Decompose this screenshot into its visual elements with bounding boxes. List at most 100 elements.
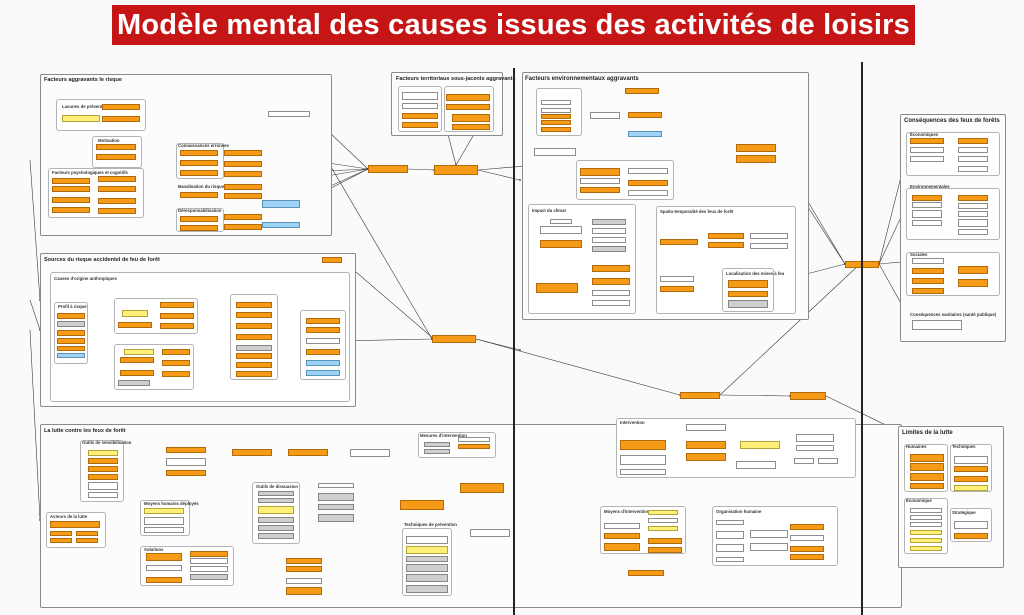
diagram-node — [406, 574, 448, 582]
diagram-node — [258, 517, 294, 523]
diagram-node — [57, 313, 85, 319]
connector-line — [407, 168, 435, 171]
diagram-node — [446, 94, 490, 101]
diagram-node — [402, 103, 438, 109]
diagram-node — [592, 290, 630, 296]
diagram-node — [96, 144, 136, 150]
diagram-node — [76, 531, 98, 536]
diagram-node — [540, 240, 582, 248]
diagram-node — [236, 345, 272, 351]
diagram-node — [350, 449, 390, 457]
diagram-node — [648, 510, 678, 515]
label-moyens-intervention: Moyens d'intervention — [604, 509, 650, 514]
region-title-facteurs-territoriaux: Facteurs territoriaux sous-jacents aggra… — [396, 76, 516, 82]
sub-motivation — [92, 136, 142, 168]
diagram-node — [224, 171, 262, 177]
diagram-node — [592, 246, 626, 252]
diagram-node — [402, 122, 438, 128]
diagram-node — [541, 114, 571, 119]
diagram-node — [910, 483, 944, 489]
diagram-node — [160, 302, 194, 308]
diagram-node — [728, 300, 768, 308]
diagram-node — [88, 474, 118, 480]
label-motivation: Motivation — [98, 138, 120, 143]
diagram-node — [750, 243, 788, 249]
diagram-node — [306, 338, 340, 344]
diagram-node — [604, 523, 640, 529]
diagram-node — [958, 219, 988, 227]
diagram-node — [50, 531, 72, 536]
diagram-node — [660, 276, 694, 282]
diagram-node — [628, 112, 662, 118]
diagram-node — [648, 526, 678, 531]
label-solutions: Solutions — [144, 547, 164, 552]
diagram-node — [258, 506, 294, 514]
diagram-node — [236, 353, 272, 359]
diagram-node — [434, 165, 478, 175]
label-techniques: Techniques — [952, 444, 976, 449]
diagram-node — [790, 554, 824, 560]
diagram-node — [912, 258, 944, 264]
label-techniques-prevention: Techniques de prévention — [404, 522, 457, 527]
diagram-node — [818, 458, 838, 464]
diagram-node — [118, 322, 152, 328]
diagram-node — [102, 116, 140, 122]
diagram-node — [736, 155, 776, 163]
label-causes-anthropiques: Causes d'origine anthropiques — [54, 276, 117, 281]
diagram-node — [728, 291, 768, 297]
diagram-node — [306, 349, 340, 355]
page-title: Modèle mental des causes issues des acti… — [112, 5, 915, 45]
diagram-node — [954, 476, 988, 482]
diagram-node — [910, 530, 942, 535]
diagram-node — [406, 556, 448, 562]
diagram-node — [750, 543, 788, 551]
diagram-node — [286, 578, 322, 584]
diagram-node — [236, 371, 272, 377]
connector-line — [29, 329, 41, 521]
diagram-node — [190, 551, 228, 557]
diagram-node — [958, 203, 988, 209]
vertical-divider — [513, 68, 515, 615]
diagram-node — [680, 392, 720, 399]
diagram-node — [954, 521, 988, 529]
diagram-node — [716, 557, 744, 562]
diagram-node — [258, 525, 294, 531]
diagram-node — [910, 454, 944, 462]
diagram-node — [708, 242, 744, 248]
label-economiques: Économiques — [910, 132, 939, 137]
diagram-node — [750, 530, 788, 538]
diagram-node — [50, 521, 100, 528]
diagram-node — [180, 160, 218, 166]
diagram-node — [686, 441, 726, 449]
diagram-node — [318, 514, 354, 522]
diagram-node — [796, 434, 834, 442]
diagram-node — [728, 280, 768, 288]
diagram-node — [580, 178, 620, 184]
label-profil: Profil à risque — [58, 304, 87, 309]
diagram-node — [910, 156, 944, 162]
diagram-node — [306, 327, 340, 333]
diagram-node — [88, 450, 118, 456]
diagram-node — [146, 553, 182, 561]
diagram-node — [162, 360, 190, 366]
label-economique: Économique — [906, 498, 932, 503]
label-banalisation: Banalisation du risque — [178, 184, 225, 189]
diagram-node — [98, 208, 136, 214]
label-humaines: Humaines — [906, 444, 927, 449]
diagram-node — [796, 445, 834, 451]
diagram-node — [98, 198, 136, 204]
diagram-node — [628, 190, 668, 196]
diagram-node — [102, 104, 140, 110]
diagram-node — [910, 522, 942, 527]
diagram-node — [318, 483, 354, 488]
diagram-node — [120, 370, 154, 376]
diagram-node — [190, 566, 228, 572]
label-moyens-humains: Moyens humains déployés — [144, 501, 199, 506]
diagram-node — [268, 111, 310, 117]
diagram-node — [750, 233, 788, 239]
diagram-node — [550, 219, 572, 224]
diagram-node — [180, 150, 218, 156]
diagram-node — [286, 566, 322, 572]
diagram-node — [790, 524, 824, 530]
label-strategique: Stratégique — [952, 510, 976, 515]
